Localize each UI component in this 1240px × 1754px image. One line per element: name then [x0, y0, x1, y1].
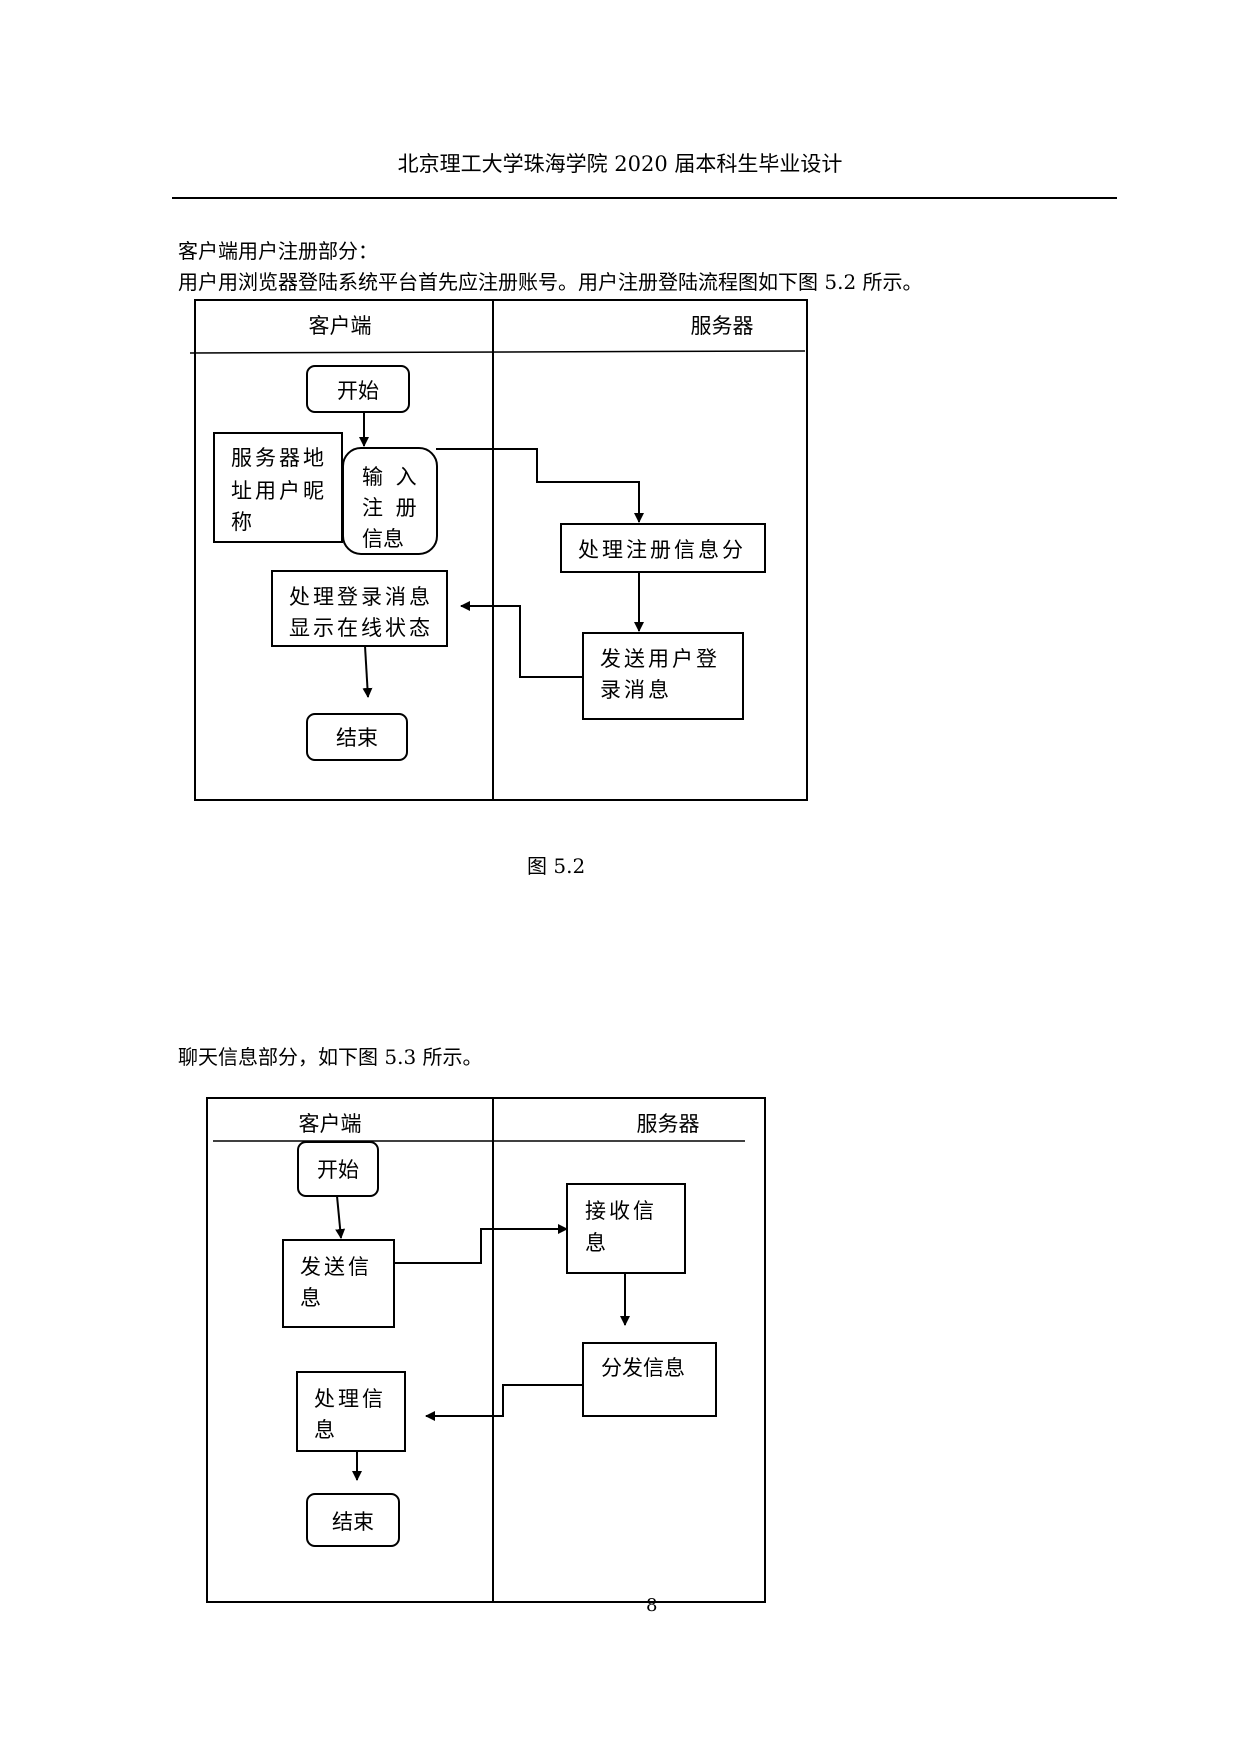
section-intro-2: 聊天信息部分，如下图 5.3 所示。 — [178, 1045, 483, 1069]
fig53-process-node — [296, 1371, 406, 1452]
fig52-process-reg-node — [560, 523, 766, 573]
fig53-frame — [206, 1097, 766, 1603]
fig53-lane-client: 客户端 — [299, 1112, 362, 1136]
fig52-server-addr-line3: 称 — [231, 510, 255, 534]
fig52-start-node — [306, 365, 410, 413]
fig53-receive-line2: 息 — [585, 1231, 609, 1255]
fig52-arrow-input-process — [436, 448, 644, 523]
page-number: 8 — [646, 1595, 657, 1616]
fig53-arrow-send-receive — [394, 1224, 568, 1264]
fig52-lane-client: 客户端 — [309, 314, 372, 338]
fig52-arrow-login-end — [362, 645, 373, 698]
fig52-input-line2: 注 册 — [362, 496, 420, 520]
fig53-send-line1: 发送信 — [300, 1255, 372, 1279]
fig52-header-rule — [189, 350, 806, 354]
fig52-server-addr-line1: 服务器地 — [231, 446, 327, 470]
fig52-server-addr-line2: 址用户昵 — [231, 479, 327, 503]
fig52-lane-server: 服务器 — [691, 314, 754, 338]
figure-caption: 图 5.2 — [527, 854, 586, 878]
figure-5-3 — [206, 1097, 766, 1603]
section-intro: 用户用浏览器登陆系统平台首先应注册账号。用户注册登陆流程图如下图 5.2 所示。 — [178, 270, 923, 294]
fig52-process-reg-label: 处理注册信息分 — [578, 538, 746, 562]
fig53-end-label: 结束 — [332, 1510, 374, 1534]
fig52-end-node — [306, 713, 408, 761]
fig52-process-login-line1: 处理登录消息 — [289, 585, 433, 609]
fig53-lane-server: 服务器 — [637, 1112, 700, 1136]
fig53-receive-line1: 接收信 — [585, 1199, 657, 1223]
fig53-send-line2: 息 — [300, 1286, 324, 1310]
fig52-input-node — [342, 447, 438, 555]
fig52-frame — [194, 299, 808, 801]
fig53-distribute-label: 分发信息 — [601, 1356, 685, 1380]
fig53-process-line1: 处理信 — [314, 1387, 386, 1411]
fig52-send-login-line1: 发送用户登 — [600, 647, 720, 671]
header-rule — [172, 197, 1117, 199]
fig53-arrow-distribute-process — [425, 1384, 583, 1421]
fig52-process-login-line2: 显示在线状态 — [289, 616, 433, 640]
fig53-receive-node — [566, 1183, 686, 1274]
fig52-start-label: 开始 — [337, 379, 379, 403]
fig53-end-node — [306, 1493, 400, 1547]
fig53-distribute-node — [582, 1342, 717, 1417]
fig52-send-login-line2: 录消息 — [600, 678, 672, 702]
fig53-send-node — [282, 1239, 395, 1328]
section-heading: 客户端用户注册部分： — [178, 239, 378, 263]
fig52-arrow-send-login — [460, 601, 583, 678]
page-header-title: 北京理工大学珠海学院 2020 届本科生毕业设计 — [397, 152, 843, 176]
fig52-input-line1: 输 入 — [362, 465, 420, 489]
fig53-process-line2: 息 — [314, 1418, 338, 1442]
fig53-arrow-start-send — [335, 1195, 346, 1239]
fig52-process-login-node — [271, 570, 448, 647]
figure-5-2 — [189, 299, 808, 801]
figure-5-3-text: 客户端 服务器 开始 发送信 息 接收信 息 分发信息 处理信 息 结束 — [299, 1112, 700, 1534]
fig52-end-label: 结束 — [336, 726, 378, 750]
fig53-start-label: 开始 — [317, 1158, 359, 1182]
figure-5-2-text: 客户端 服务器 开始 服务器地 址用户昵 称 输 入 注 册 信息 处理注册信息… — [231, 314, 754, 750]
fig52-send-login-node — [582, 632, 744, 720]
fig52-input-line3: 信息 — [362, 527, 404, 551]
